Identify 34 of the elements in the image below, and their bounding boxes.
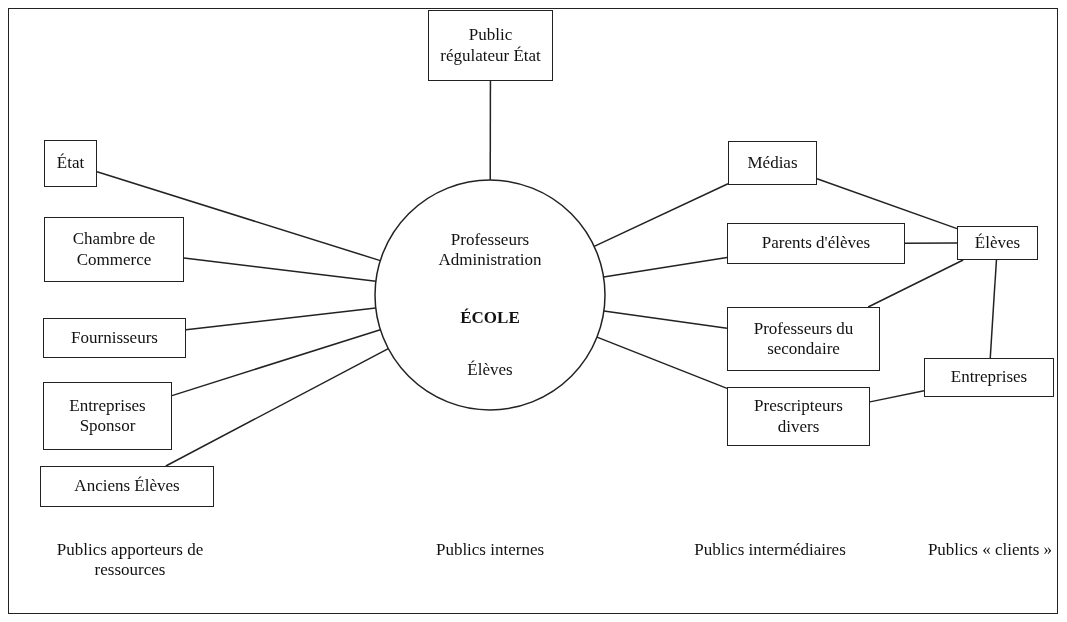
- text-box: État: [44, 140, 97, 187]
- column-caption: Publics « clients »: [926, 540, 1054, 561]
- column-caption: Publics intermédiaires: [693, 540, 847, 561]
- connector-line: [596, 336, 728, 390]
- column-caption: Publics apporteurs de ressources: [55, 540, 205, 581]
- text-box: Public régulateur État: [428, 10, 553, 81]
- text-box: Entreprises: [924, 358, 1054, 397]
- circle-text: Élèves: [466, 360, 514, 381]
- circle-text: Professeurs Administration: [437, 230, 543, 271]
- text-box: Médias: [728, 141, 817, 185]
- connector-line: [489, 80, 492, 181]
- connector-line: [603, 310, 728, 329]
- text-box: Chambre de Commerce: [44, 217, 184, 282]
- connector-line: [867, 259, 964, 308]
- text-box: Professeurs du secondaire: [727, 307, 880, 371]
- connector-line: [183, 257, 377, 282]
- text-box: Fournisseurs: [43, 318, 186, 358]
- connector-line: [171, 328, 382, 397]
- text-box: Élèves: [957, 226, 1038, 260]
- connector-line: [96, 171, 381, 262]
- text-box: Parents d'élèves: [727, 223, 905, 264]
- connector-line: [989, 259, 998, 359]
- text-box: Prescripteurs divers: [727, 387, 870, 446]
- text-box: Entreprises Sponsor: [43, 382, 172, 450]
- connector-line: [593, 183, 729, 248]
- text-box: Anciens Élèves: [40, 466, 214, 507]
- connector-line: [816, 178, 958, 230]
- connector-line: [185, 307, 377, 331]
- school-circle: [375, 180, 605, 410]
- connector-line: [602, 256, 728, 278]
- connector-line: [869, 390, 925, 403]
- circle-text: ÉCOLE: [459, 308, 521, 329]
- connector-line: [904, 242, 958, 244]
- column-caption: Publics internes: [434, 540, 546, 561]
